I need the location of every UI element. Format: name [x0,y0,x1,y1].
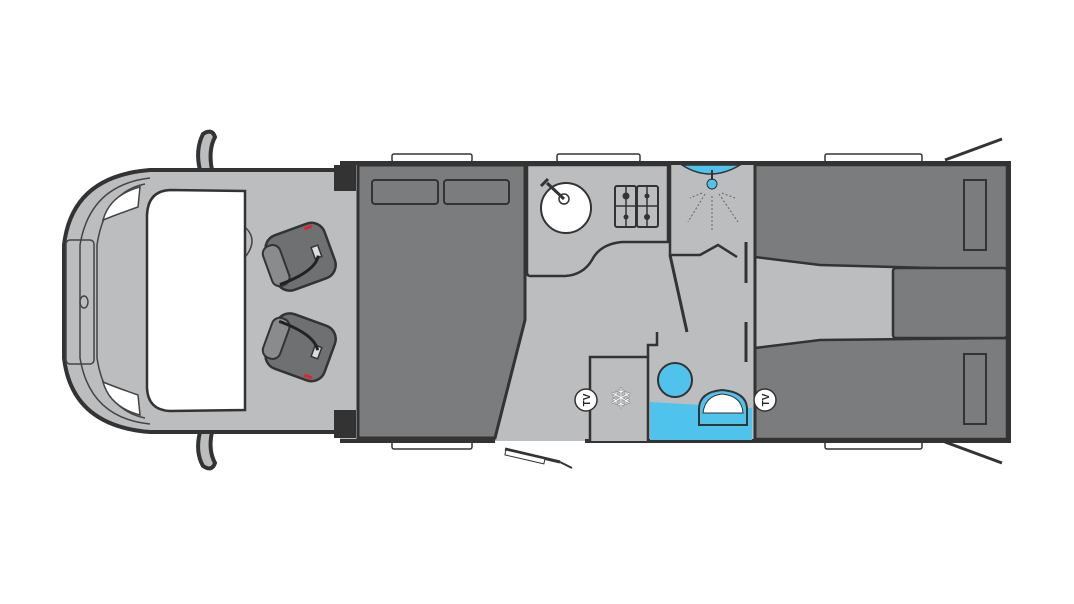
tv-label: TV [582,393,593,406]
shower-spray-icon [687,192,739,232]
cab-join-bottom [334,410,356,438]
partition [668,254,689,333]
rear-door-bottom[interactable] [944,440,1003,465]
window [824,153,923,163]
entrance-door[interactable] [504,447,561,464]
left-mirror [196,129,218,172]
front-lounge [356,163,527,440]
right-mirror [196,430,218,471]
grille [65,239,95,365]
shower-head-icon [706,178,718,190]
sink-icon [540,182,592,234]
badge [79,295,89,309]
washroom-wall [646,332,659,357]
passenger-seat [261,312,337,383]
rear-door-top[interactable] [944,137,1003,162]
bed-infill-cushion [891,266,1009,340]
shower-room [668,165,738,259]
window [556,153,641,163]
driver-seat [261,221,337,292]
steering-wheel [245,227,253,257]
pillow [963,353,987,425]
shower-tray [679,164,743,175]
washbasin-bowl [702,393,744,414]
cushion [443,179,510,205]
entrance-step [504,449,546,465]
windscreen [145,188,247,413]
cab-join-top [334,165,356,191]
tv-label: TV [761,393,772,406]
window [391,153,473,163]
body-outline [340,161,1011,443]
tv-marker: TV [574,388,598,412]
pillow [963,179,987,251]
left-headlight [101,185,141,222]
tv-marker: TV [753,388,777,412]
tap-icon [539,177,566,201]
hob-icon [614,185,659,228]
door-edge [559,461,573,469]
fridge-snowflake-icon: ❄ [609,383,632,414]
toilet-icon [657,362,693,398]
right-headlight [101,380,141,417]
cushion [371,179,439,205]
